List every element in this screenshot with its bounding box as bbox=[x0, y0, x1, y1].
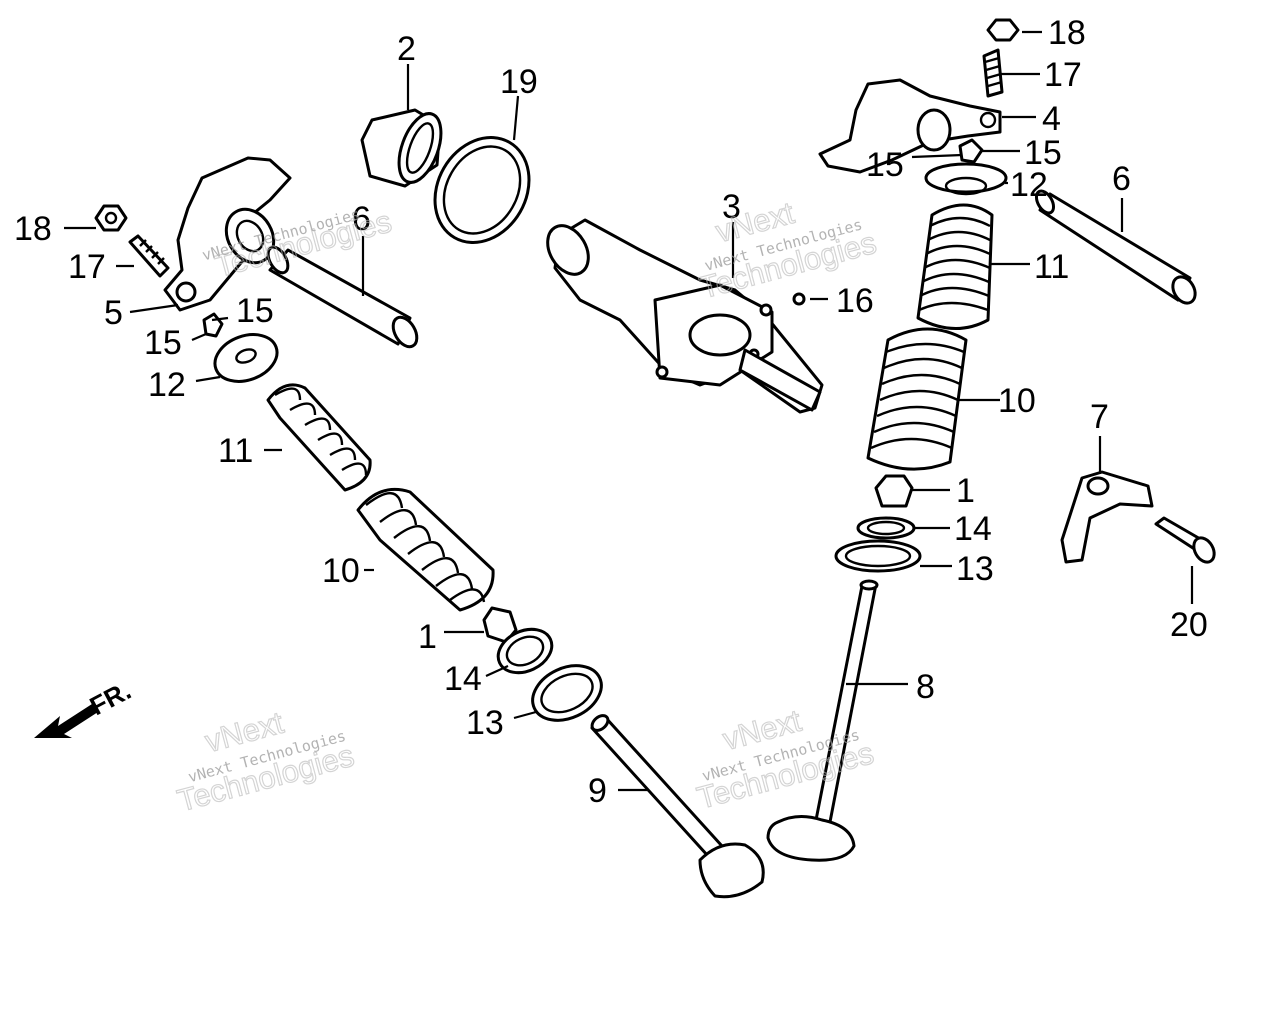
callout-10-right: 10 bbox=[998, 382, 1036, 420]
part-16-pin bbox=[792, 292, 806, 306]
callout-19: 19 bbox=[500, 63, 538, 101]
callout-11-left: 11 bbox=[218, 432, 253, 470]
part-7-bracket bbox=[1060, 470, 1154, 564]
part-20-bolt bbox=[1154, 516, 1216, 564]
callout-9: 9 bbox=[588, 772, 607, 810]
part-14-washer-right bbox=[856, 516, 916, 540]
callout-15-right-b: 15 bbox=[866, 146, 904, 184]
part-14-washer-left bbox=[496, 627, 554, 675]
part-12-retainer-right bbox=[924, 162, 1008, 196]
callout-1-left: 1 bbox=[418, 618, 437, 656]
callout-2: 2 bbox=[397, 30, 416, 68]
part-12-retainer-left bbox=[213, 333, 279, 383]
part-10-outer-spring-right bbox=[866, 327, 968, 471]
watermarks: vNext Technologies Technologies vNext vN… bbox=[173, 194, 880, 819]
callout-10-left: 10 bbox=[322, 552, 360, 590]
callout-15-right-a: 15 bbox=[1024, 134, 1062, 172]
callout-8: 8 bbox=[916, 668, 935, 706]
part-11-inner-spring-left bbox=[266, 383, 372, 492]
part-1-seal-right bbox=[874, 474, 914, 508]
callout-14-left: 14 bbox=[444, 660, 482, 698]
callout-13-left: 13 bbox=[466, 704, 504, 742]
part-2-collar bbox=[360, 108, 443, 188]
part-17-adjuster-right bbox=[982, 48, 1004, 98]
front-direction-indicator: FR. bbox=[34, 675, 136, 738]
callout-13-right: 13 bbox=[956, 550, 994, 588]
callout-17-right: 17 bbox=[1044, 56, 1082, 94]
callout-6-right: 6 bbox=[1112, 160, 1131, 198]
part-18-nut-right bbox=[986, 18, 1020, 42]
callout-17-left: 17 bbox=[68, 248, 106, 286]
part-10-outer-spring-left bbox=[356, 487, 495, 612]
part-18-nut-left bbox=[94, 204, 128, 232]
callout-15-left-b: 15 bbox=[144, 324, 182, 362]
callout-11-right: 11 bbox=[1034, 248, 1069, 286]
callout-20: 20 bbox=[1170, 606, 1208, 644]
part-15-keeper-left bbox=[202, 312, 224, 338]
part-11-inner-spring-right bbox=[916, 203, 994, 330]
callout-5: 5 bbox=[104, 294, 123, 332]
callout-numbers: 2 19 3 16 18 17 5 15 15 12 6 11 10 1 14 … bbox=[14, 14, 1208, 810]
part-19-o-ring bbox=[433, 136, 531, 244]
part-5-rocker-arm bbox=[163, 156, 292, 312]
part-4-rocker-arm bbox=[818, 78, 1002, 174]
part-6-rocker-shaft-right bbox=[1034, 189, 1197, 305]
part-13-seat-left bbox=[531, 664, 603, 722]
callout-18-right: 18 bbox=[1048, 14, 1086, 52]
part-6-rocker-shaft-left bbox=[266, 245, 419, 349]
callout-6-left: 6 bbox=[352, 200, 371, 238]
callout-7: 7 bbox=[1090, 398, 1109, 436]
front-arrow-icon bbox=[34, 704, 98, 738]
callout-18-left: 18 bbox=[14, 210, 52, 248]
leader-lines bbox=[64, 30, 1194, 792]
callout-14-right: 14 bbox=[954, 510, 992, 548]
callout-16: 16 bbox=[836, 282, 874, 320]
part-9-valve bbox=[590, 714, 765, 899]
part-15-keeper-right bbox=[958, 138, 984, 164]
callout-12-right: 12 bbox=[1010, 166, 1048, 204]
callout-1-right: 1 bbox=[956, 472, 975, 510]
part-13-seat-right bbox=[834, 539, 922, 573]
callout-4: 4 bbox=[1042, 100, 1061, 138]
callout-3: 3 bbox=[722, 188, 741, 226]
part-3-camshaft bbox=[546, 218, 824, 414]
part-8-valve bbox=[766, 579, 879, 862]
part-17-adjuster-left bbox=[128, 234, 170, 278]
callout-15-left-a: 15 bbox=[236, 292, 274, 330]
part-1-seal-left bbox=[482, 606, 518, 644]
callout-12-left: 12 bbox=[148, 366, 186, 404]
